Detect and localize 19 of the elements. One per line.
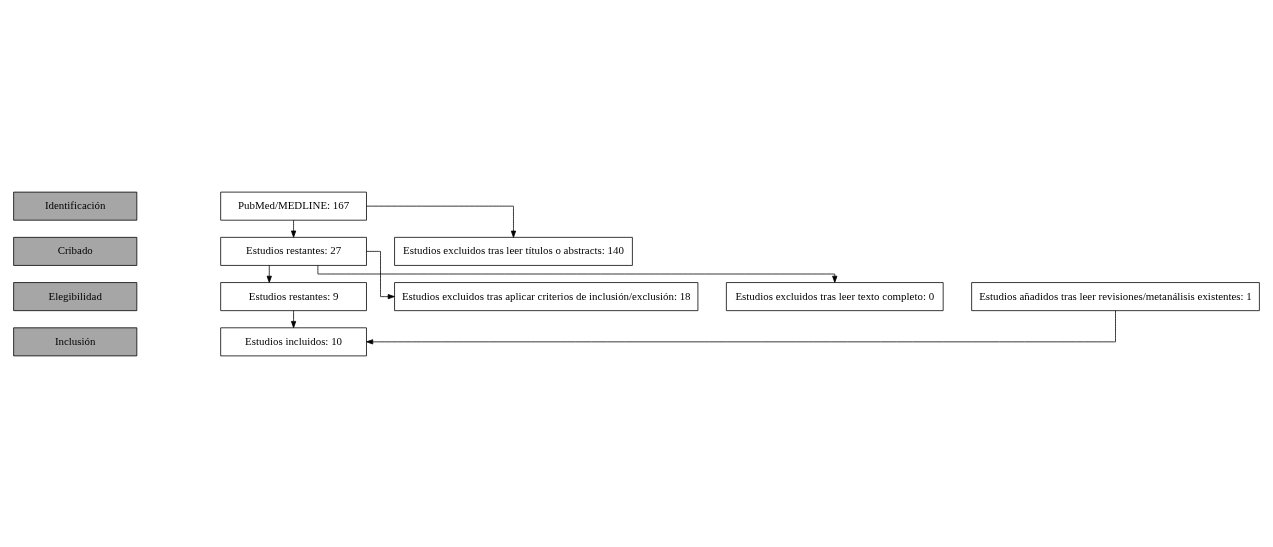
node-box: Estudios restantes: 9 bbox=[220, 281, 367, 311]
arrow bbox=[291, 309, 297, 328]
node-box: Inclusión bbox=[13, 326, 138, 356]
node-box: Estudios añadidos tras leer revisiones/metanálisis existentes: 1 bbox=[971, 281, 1260, 311]
node-box: Estudios excluidos tras leer títulos o abstracts: 140 bbox=[394, 236, 633, 266]
node-box: Identificación bbox=[13, 191, 138, 221]
node-box: Estudios excluidos tras aplicar criterios de inclusión/exclusión: 18 bbox=[394, 281, 699, 311]
node-box: Estudios restantes: 27 bbox=[220, 236, 367, 266]
arrow bbox=[366, 309, 1116, 344]
arrow bbox=[317, 264, 838, 283]
arrow bbox=[291, 219, 297, 238]
arrow bbox=[366, 205, 517, 238]
node-box: Cribado bbox=[13, 236, 138, 266]
node-box: PubMed/MEDLINE: 167 bbox=[220, 191, 367, 221]
node-box: Elegibilidad bbox=[13, 281, 138, 311]
node-box: Estudios incluidos: 10 bbox=[220, 326, 367, 356]
arrow bbox=[266, 264, 272, 283]
arrow bbox=[366, 250, 395, 299]
node-box: Estudios excluidos tras leer texto completo: 0 bbox=[726, 281, 944, 311]
